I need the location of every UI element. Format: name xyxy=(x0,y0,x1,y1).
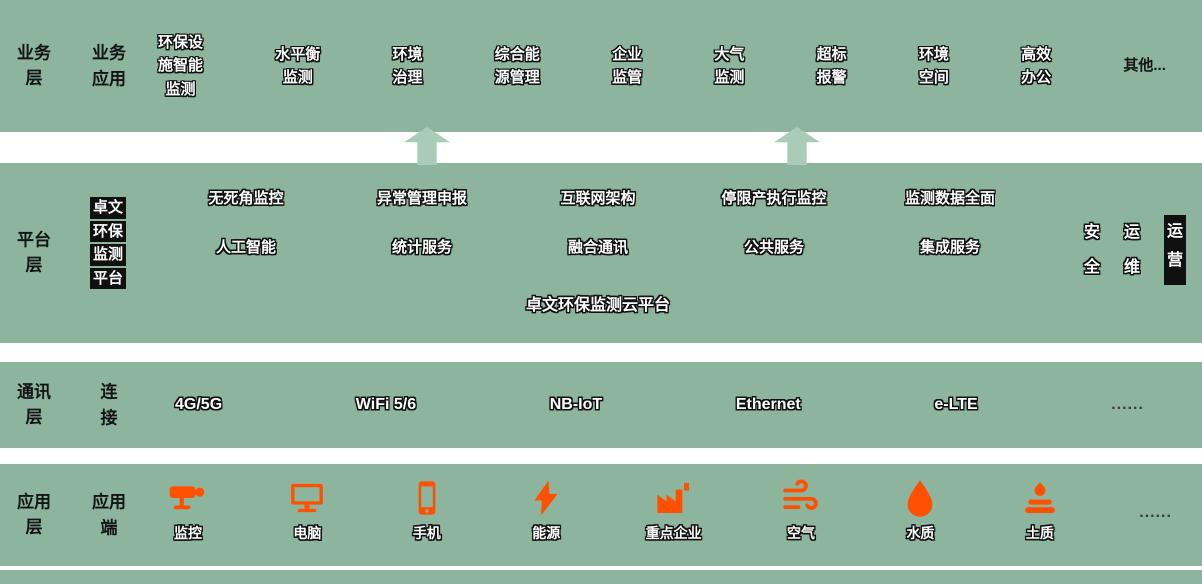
platform-grid: 无死角监控 异常管理申报 互联网架构 停限产执行监控 监测数据全面人工智能 统计服务 融合通… xyxy=(158,187,1038,257)
business-app-item: 大气 监测 xyxy=(714,45,745,86)
app-endpoint-label: 手机 xyxy=(412,525,441,541)
platform-cloud-label: 卓文环保监测云平台 xyxy=(525,297,670,314)
app-layer-label: 应用 层 xyxy=(17,492,51,536)
platform-service-item: 监测数据全面 xyxy=(904,190,995,207)
comm-group-label: 连 接 xyxy=(100,382,118,428)
business-layer-band: 业务 层 业务 应用 环保设 施智能 监测 水平衡 监测 环境 治理 综合能 源管理 企… xyxy=(0,0,1202,132)
app-endpoint-label: 空气 xyxy=(787,525,816,541)
platform-service-item: 无死角监控 xyxy=(208,190,284,207)
air-icon xyxy=(781,476,821,518)
computer-icon xyxy=(287,476,327,518)
comm-item: Ethernet xyxy=(735,396,801,413)
app-endpoint: 监控 xyxy=(168,476,208,543)
platform-service-item: 统计服务 xyxy=(391,239,452,256)
business-app-item: 其他... xyxy=(1123,57,1166,75)
app-endpoint: 手机 xyxy=(407,476,447,543)
platform-pillar: 运 维 xyxy=(1123,224,1140,277)
up-arrow-right xyxy=(774,127,820,165)
comm-item: 4G/5G xyxy=(175,396,223,413)
business-items: 环保设 施智能 监测 水平衡 监测 环境 治理 综合能 源管理 企业 监管 大气 监测 超标… xyxy=(158,31,1166,101)
platform-brand-line: 卓文 xyxy=(89,197,126,219)
platform-pillars: 安 全运 维运 营 xyxy=(1083,215,1186,286)
business-app-item: 环保设 施智能 监测 xyxy=(158,34,204,98)
energy-icon xyxy=(526,476,566,518)
platform-brand-line: 监测 xyxy=(89,244,126,266)
comm-layer-label: 通讯 层 xyxy=(17,382,51,426)
business-app-item: 环境 治理 xyxy=(392,45,423,86)
app-layer-band: 应用 层 应用 端 监控 电脑 手机 能源 重点企业 空气 水质 土质...... xyxy=(0,464,1202,566)
platform-service-item: 异常管理申报 xyxy=(376,190,467,207)
platform-brand-line: 环保 xyxy=(89,220,126,242)
app-endpoint: 电脑 xyxy=(287,476,327,543)
business-app-item: 高效 办公 xyxy=(1021,45,1052,86)
comm-item: WiFi 5/6 xyxy=(355,396,417,413)
app-endpoint-label: 电脑 xyxy=(293,525,322,541)
camera-icon xyxy=(168,476,208,518)
app-endpoint-label: 监控 xyxy=(174,525,202,541)
comm-item: NB-IoT xyxy=(549,396,603,413)
platform-layer-label: 平台 层 xyxy=(17,230,51,274)
business-app-item: 综合能 源管理 xyxy=(494,45,540,86)
platform-service-item: 人工智能 xyxy=(215,239,276,256)
comm-layer-band: 通讯 层 连 接 4G/5G WiFi 5/6 NB-IoT Ethernet e-LT… xyxy=(0,362,1202,448)
factory-icon xyxy=(654,476,694,518)
platform-pillar: 安 全 xyxy=(1083,224,1100,277)
comm-item: ...... xyxy=(1111,396,1144,413)
comm-items: 4G/5G WiFi 5/6 NB-IoT Ethernet e-LTE...... xyxy=(175,396,1144,414)
platform-brand-label: 卓文环保监测平台 xyxy=(84,197,132,289)
app-endpoint: 水质 xyxy=(900,476,940,543)
platform-pillar: 运 营 xyxy=(1163,215,1186,286)
app-endpoint-label: 能源 xyxy=(532,525,561,541)
business-app-item: 环境 空间 xyxy=(918,45,949,86)
app-endpoint-label: 重点企业 xyxy=(645,525,702,541)
platform-service-item: 公共服务 xyxy=(743,239,804,256)
app-endpoint: 能源 xyxy=(526,476,566,543)
app-endpoint-label: 水质 xyxy=(906,525,935,541)
app-group-label: 应用 端 xyxy=(92,492,126,538)
app-items: 监控 电脑 手机 能源 重点企业 空气 水质 土质...... xyxy=(168,476,1172,543)
footer-strip xyxy=(0,570,1202,584)
business-layer-label: 业务 层 xyxy=(17,43,51,87)
app-endpoint: 空气 xyxy=(781,476,821,543)
app-endpoint-label: 土质 xyxy=(1025,525,1054,541)
platform-service-item: 融合通讯 xyxy=(567,239,628,256)
up-arrow-left xyxy=(404,127,450,165)
phone-icon xyxy=(407,476,447,518)
business-group-label: 业务 应用 xyxy=(92,43,126,89)
platform-service-item: 集成服务 xyxy=(919,239,980,256)
platform-brand-line: 平台 xyxy=(89,267,126,289)
platform-layer-band: 平台 层 卓文环保监测平台 无死角监控 异常管理申报 互联网架构 停限产执行监控 监测数… xyxy=(0,163,1202,343)
business-app-item: 企业 监管 xyxy=(612,45,643,86)
business-app-item: 超标 报警 xyxy=(816,45,847,86)
app-endpoint: 重点企业 xyxy=(646,476,702,543)
business-app-item: 水平衡 监测 xyxy=(275,45,321,86)
app-endpoint: 土质 xyxy=(1020,476,1060,543)
water-icon xyxy=(900,476,940,518)
platform-service-item: 停限产执行监控 xyxy=(721,190,827,207)
app-endpoint-dots: ...... xyxy=(1139,504,1172,521)
platform-service-item: 互联网架构 xyxy=(560,190,636,207)
comm-item: e-LTE xyxy=(934,396,978,413)
soil-icon xyxy=(1020,476,1060,518)
